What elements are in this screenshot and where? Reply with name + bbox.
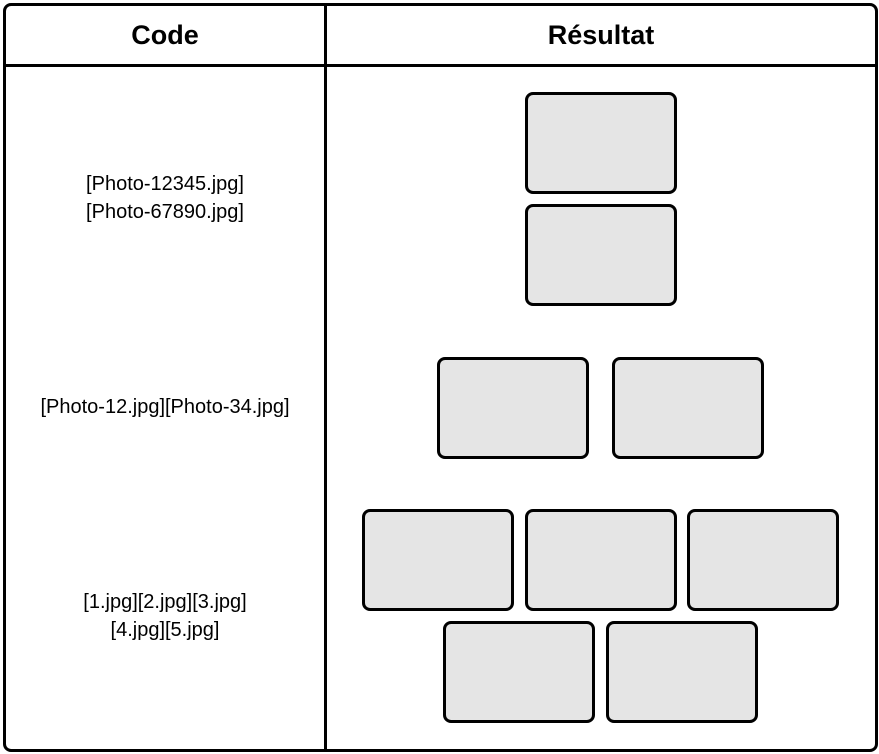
code-line: [Photo-67890.jpg] xyxy=(86,201,244,223)
photo-placeholder xyxy=(687,509,839,611)
code-line: [4.jpg][5.jpg] xyxy=(110,619,220,641)
photo-placeholder xyxy=(525,204,677,306)
photo-placeholder xyxy=(362,509,514,611)
code-line: [1.jpg][2.jpg][3.jpg] xyxy=(83,591,247,613)
column-divider xyxy=(324,6,327,749)
code-cell-row-1: [Photo-12345.jpg] [Photo-67890.jpg] xyxy=(6,170,324,226)
code-line: [Photo-12345.jpg] xyxy=(86,173,244,195)
photo-placeholder xyxy=(525,92,677,194)
code-cell-row-3: [1.jpg][2.jpg][3.jpg] [4.jpg][5.jpg] xyxy=(6,588,324,644)
photo-placeholder xyxy=(443,621,595,723)
photo-placeholder xyxy=(525,509,677,611)
photo-placeholder xyxy=(612,357,764,459)
header-code: Code xyxy=(131,19,199,50)
photo-placeholder xyxy=(606,621,758,723)
code-line: [Photo-12.jpg][Photo-34.jpg] xyxy=(40,396,290,418)
table-frame xyxy=(3,3,878,752)
code-cell-row-2: [Photo-12.jpg][Photo-34.jpg] xyxy=(6,393,324,421)
header-result: Résultat xyxy=(547,19,655,50)
photo-placeholder xyxy=(437,357,589,459)
header-divider xyxy=(6,64,875,67)
